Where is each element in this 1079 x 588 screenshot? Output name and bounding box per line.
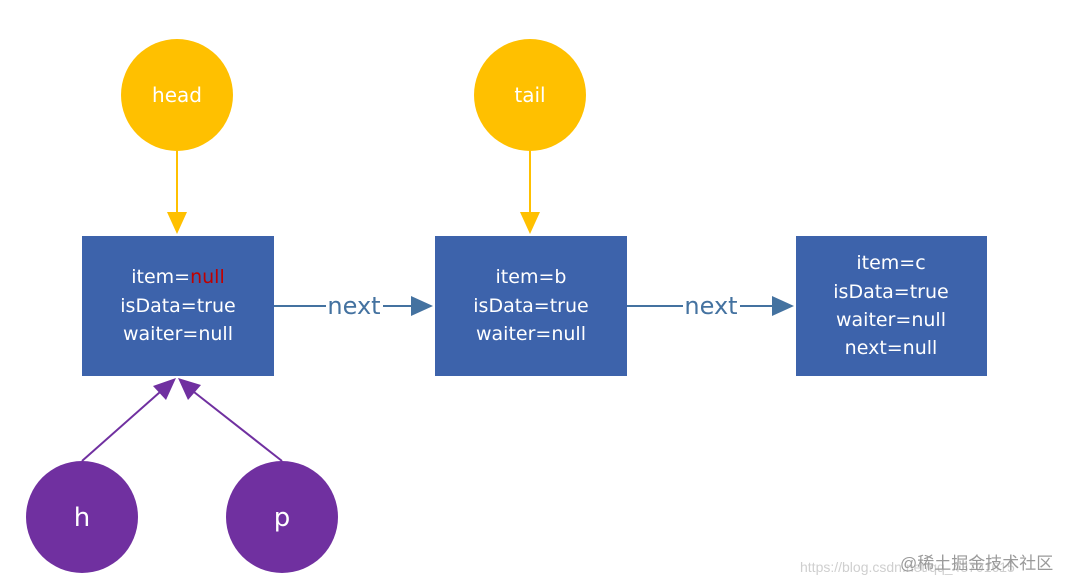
node1-item-null: null [190, 266, 225, 288]
next-edge-1: next [274, 292, 433, 320]
node2-waiter: waiter=null [476, 323, 586, 345]
list-node-3: item=c isData=true waiter=null next=null [796, 236, 987, 376]
next-label-2: next [684, 292, 737, 320]
h-pointer: h [26, 461, 138, 573]
node2-item: item=b [496, 266, 567, 288]
node3-next: next=null [845, 337, 938, 359]
watermark-site: https://blog.csdn.net/qq_43701615 [800, 559, 1015, 575]
p-label: p [274, 503, 291, 533]
node3-isdata: isData=true [833, 281, 948, 303]
h-arrow [81, 378, 176, 462]
node1-isdata: isData=true [120, 295, 235, 317]
p-arrow [178, 378, 283, 462]
head-arrow [167, 151, 187, 234]
tail-label: tail [514, 83, 545, 107]
node1-item: item=null [131, 266, 225, 288]
h-label: h [74, 503, 90, 533]
head-label: head [152, 83, 202, 107]
tail-pointer: tail [474, 39, 586, 151]
tail-arrow [520, 151, 540, 234]
next-label-1: next [327, 292, 380, 320]
node2-isdata: isData=true [473, 295, 588, 317]
node3-item: item=c [856, 252, 925, 274]
list-node-2: item=b isData=true waiter=null [435, 236, 627, 376]
node3-waiter: waiter=null [836, 309, 946, 331]
watermark-brand: @稀土掘金技术社区 [900, 554, 1054, 573]
node1-waiter: waiter=null [123, 323, 233, 345]
next-edge-2: next [627, 292, 794, 320]
list-node-1: item=null isData=true waiter=null [82, 236, 274, 376]
p-pointer: p [226, 461, 338, 573]
head-pointer: head [121, 39, 233, 151]
